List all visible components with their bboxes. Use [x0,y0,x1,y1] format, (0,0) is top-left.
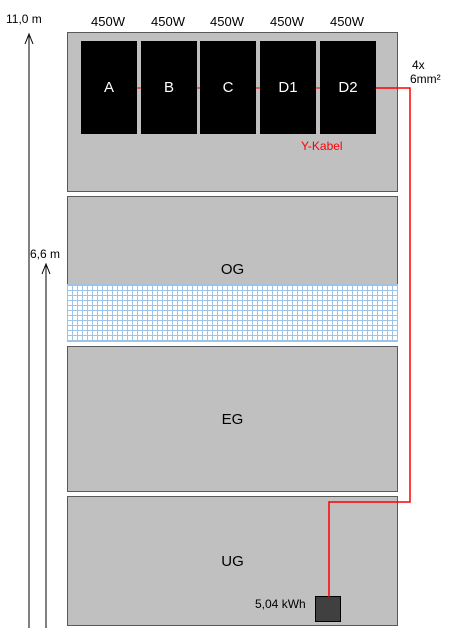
panel-d2-watt: 450W [330,14,364,29]
panel-a-watt: 450W [91,14,125,29]
solar-panel-a: A [81,41,137,134]
cable-type-label: Y-Kabel [301,139,343,153]
main-cable [328,87,411,597]
panel-d2-label: D2 [338,79,358,96]
height-label-og: 6,6 m [30,247,61,261]
panel-b-watt: 450W [151,14,185,29]
floor-ug: UG [67,496,398,626]
battery-box [315,596,341,622]
cable-spec-line1: 4x [412,58,425,72]
insulation-mesh [67,284,398,342]
panel-d1-label: D1 [278,79,298,96]
floor-eg-label: EG [221,411,244,428]
battery-label: 5,04 kWh [255,597,306,611]
panel-b-label: B [163,79,174,96]
solar-panel-b: B [141,41,197,134]
height-arrowhead-roof [24,32,34,45]
panel-d1-watt: 450W [270,14,304,29]
solar-panel-d1: D1 [260,41,316,134]
solar-panel-c: C [200,41,256,134]
floor-og-label: OG [220,261,245,278]
panel-c-watt: 450W [210,14,244,29]
cable-spec-line2: 6mm² [410,72,441,86]
panel-c-label: C [222,79,234,96]
panel-a-label: A [103,79,114,96]
height-label-roof: 11,0 m [6,12,42,26]
floor-eg: EG [67,346,398,492]
floor-ug-label: UG [221,553,244,570]
solar-panel-d2: D2 [320,41,376,134]
height-arrowhead-og [41,262,51,275]
